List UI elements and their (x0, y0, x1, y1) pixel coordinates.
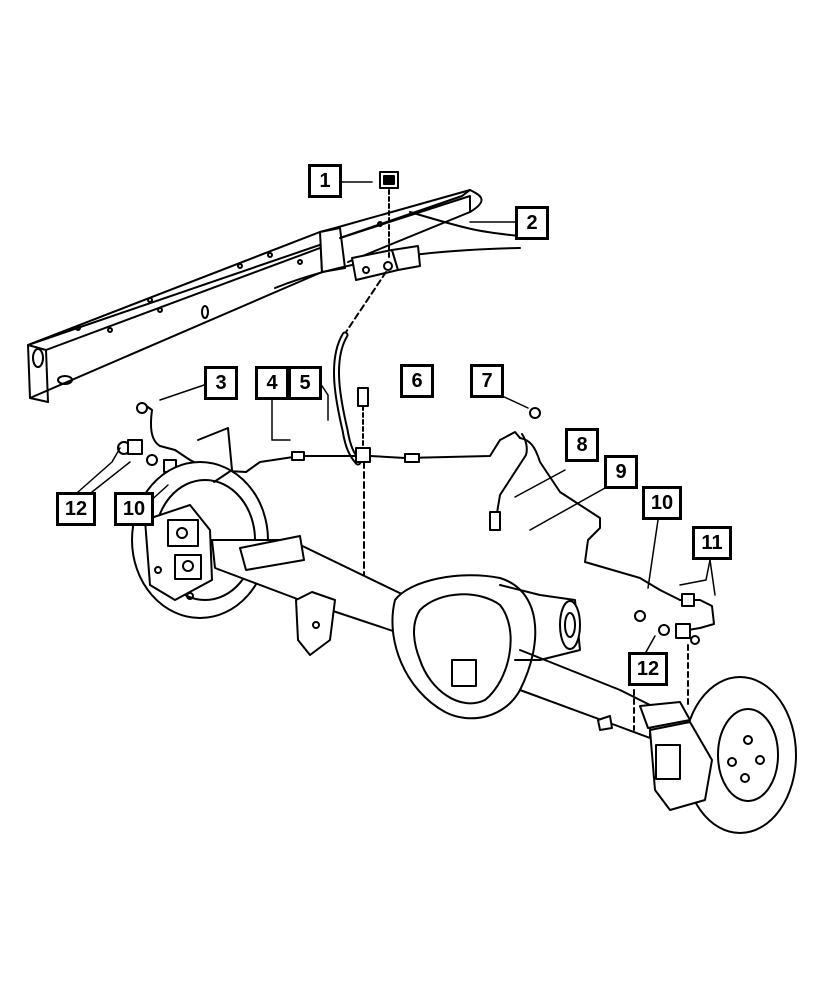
flex-hose (333, 271, 387, 466)
lh-fittings (117, 439, 177, 473)
callout-10-rh: 10 (642, 486, 682, 520)
callout-10-lh: 10 (114, 492, 154, 526)
callout-2: 2 (515, 206, 549, 240)
lh-brake-assembly (131, 427, 269, 619)
frame-bracket (351, 245, 421, 281)
frame-rail (27, 189, 521, 403)
callout-9: 9 (604, 455, 638, 489)
brake-line-rh-wheel (634, 593, 715, 645)
clip-part (379, 171, 399, 259)
callout-3: 3 (204, 366, 238, 400)
callout-6: 6 (400, 364, 434, 398)
callout-8: 8 (565, 428, 599, 462)
callout-4: 4 (255, 366, 289, 400)
callout-12-lh: 12 (56, 492, 96, 526)
callout-12-rh: 12 (628, 652, 668, 686)
leader-lines (77, 181, 716, 653)
callout-7: 7 (470, 364, 504, 398)
junction-block (355, 387, 371, 579)
callout-5: 5 (288, 366, 322, 400)
rh-brake-assembly (633, 644, 797, 834)
callout-1: 1 (308, 164, 342, 198)
brake-line-right (369, 407, 681, 601)
callout-11: 11 (692, 526, 732, 560)
axle-housing (211, 535, 651, 739)
